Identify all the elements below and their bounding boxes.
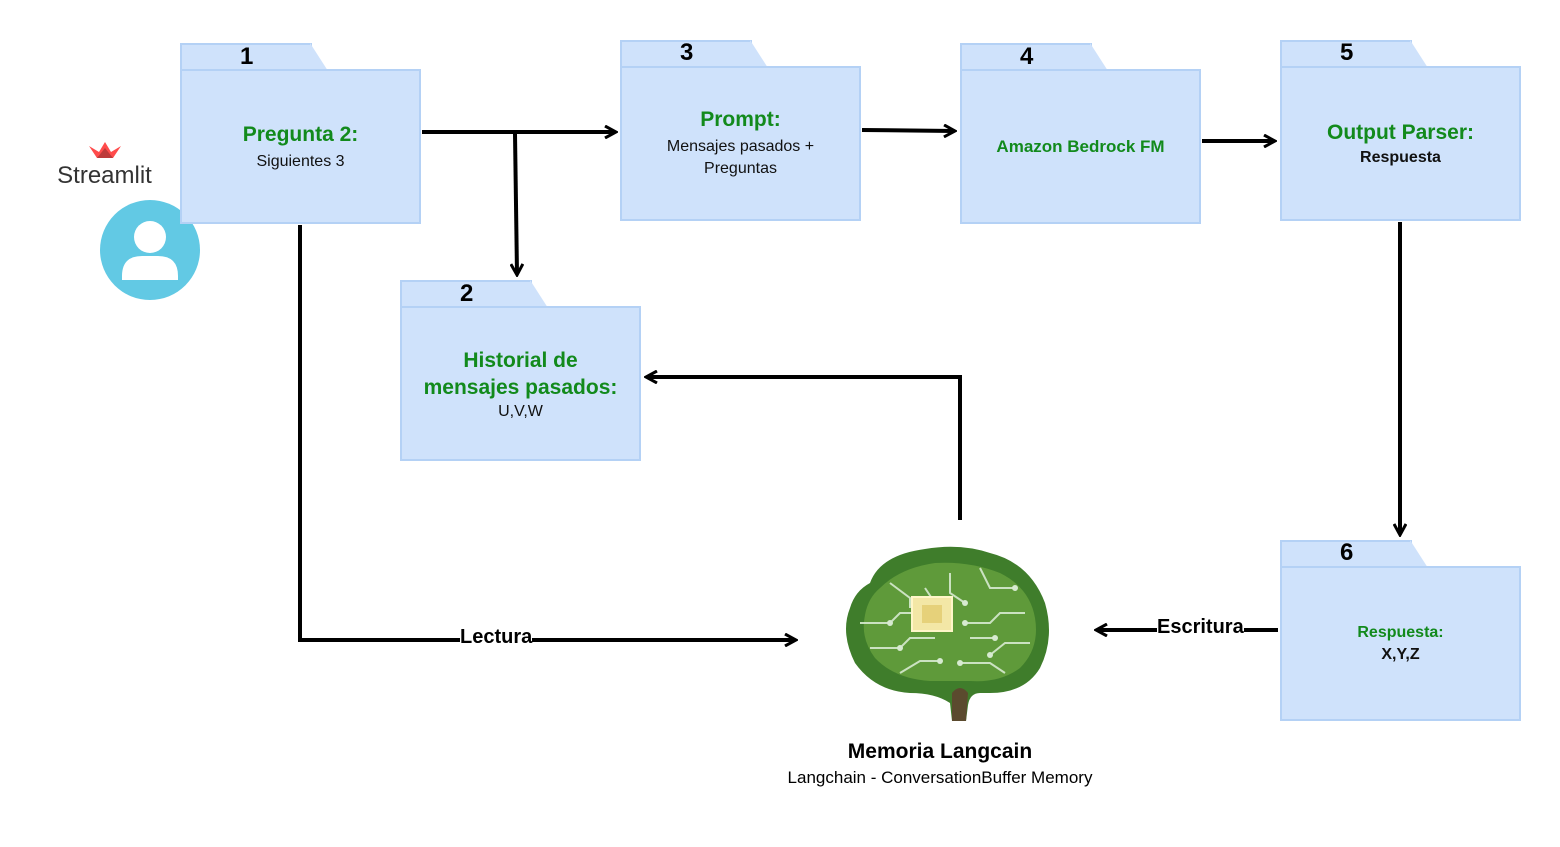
edge-label-write: Escritura (1157, 616, 1244, 639)
memory-caption: Memoria Langcain Langchain - Conversatio… (740, 740, 1140, 788)
box-1-number: 1 (240, 43, 254, 70)
box-2-subtitle: U,V,W (498, 402, 543, 420)
box-5-title: Output Parser: (1326, 120, 1475, 144)
box-3-subtitle: Mensajes pasados + Preguntas (666, 137, 815, 177)
memory-subtitle: Langchain - ConversationBuffer Memory (787, 768, 1093, 787)
box-5-subtitle: Respuesta (1360, 148, 1441, 166)
user-icon (122, 221, 178, 280)
box-1-question: Pregunta 2: Siguientes 3 1 (180, 43, 421, 224)
streamlit-logo: Streamlit (52, 140, 157, 190)
box-4-bedrock: Amazon Bedrock FM 4 (960, 43, 1201, 224)
box-6-response: Respuesta: X,Y,Z 6 (1280, 539, 1521, 721)
brain-circuit-icon (846, 546, 1049, 721)
box-1-subtitle: Siguientes 3 (256, 152, 345, 170)
arrow-1-to-memory (298, 225, 795, 640)
box-2-number: 2 (460, 280, 474, 307)
memory-title: Memoria Langcain (847, 740, 1033, 763)
box-1-title: Pregunta 2: (242, 122, 359, 146)
box-3-prompt: Prompt: Mensajes pasados + Preguntas 3 (620, 39, 861, 221)
box-6-number: 6 (1340, 539, 1354, 566)
box-4-title: Amazon Bedrock FM (996, 136, 1165, 156)
box-2-title: Historial de mensajes pasados: (423, 348, 618, 399)
box-2-history: Historial de mensajes pasados: U,V,W 2 (400, 280, 641, 461)
memory-brain-image (840, 543, 1055, 725)
box-5-number: 5 (1340, 39, 1354, 66)
box-4-number: 4 (1020, 43, 1034, 70)
arrow-1-to-2 (515, 133, 517, 274)
box-3-title: Prompt: (700, 107, 781, 131)
crown-icon (88, 142, 121, 158)
box-5-output-parser: Output Parser: Respuesta 5 (1280, 39, 1521, 221)
box-6-subtitle: X,Y,Z (1381, 645, 1420, 663)
edge-label-read: Lectura (460, 626, 533, 649)
arrow-3-to-4 (861, 130, 954, 131)
arrow-memory-to-2 (647, 377, 962, 520)
box-6-title: Respuesta: (1357, 623, 1444, 641)
streamlit-logo-text: Streamlit (57, 162, 152, 189)
box-3-number: 3 (680, 39, 694, 66)
